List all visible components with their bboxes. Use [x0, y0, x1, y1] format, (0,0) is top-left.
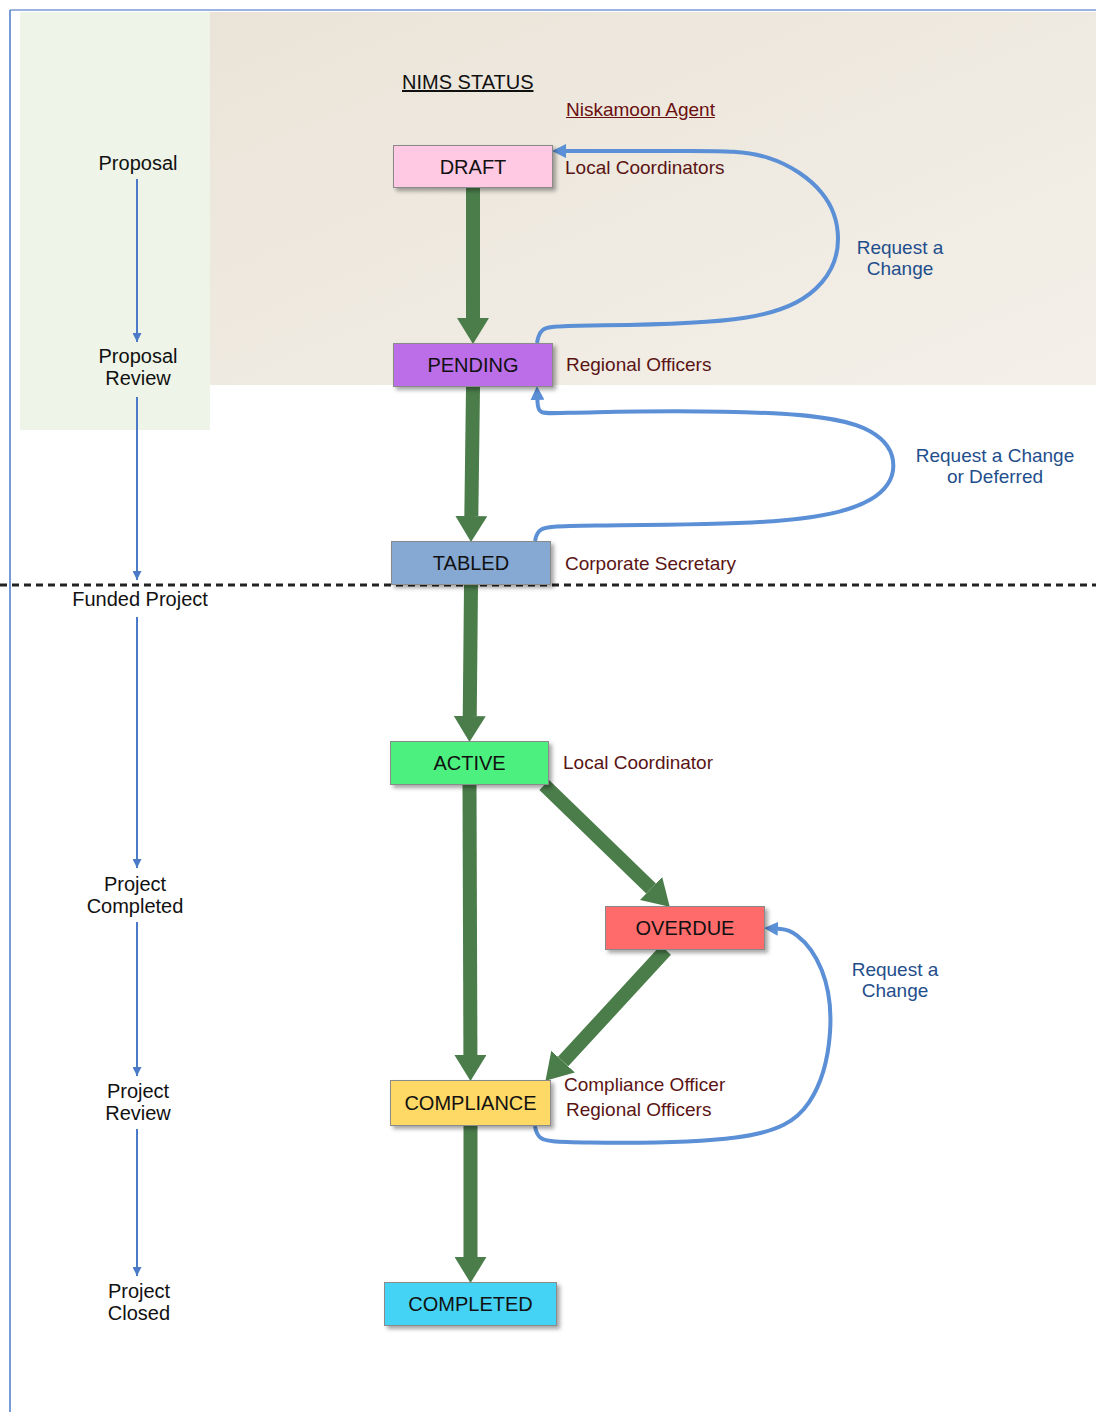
status-label: COMPLIANCE: [404, 1092, 536, 1114]
status-label: TABLED: [433, 552, 509, 574]
stage-label: Proposal: [68, 152, 208, 174]
status-box: DRAFT: [393, 145, 553, 188]
stage-arrow: [136, 397, 138, 580]
role-label: Local Coordinator: [563, 753, 713, 774]
flow-arrow: [470, 585, 471, 716]
sidebar-panel: [20, 12, 210, 430]
flow-arrow: [471, 387, 473, 516]
request-change-arrow: [535, 929, 831, 1143]
flow-arrow: [464, 1126, 478, 1257]
status-label: COMPLETED: [408, 1293, 532, 1315]
frame-line: [10, 9, 1096, 11]
photo-band: [210, 12, 1096, 385]
edge-label: Request a Change: [845, 960, 945, 1002]
stage-label: Project Closed: [84, 1280, 194, 1324]
role-label: Corporate Secretary: [565, 554, 736, 575]
stage-label: Project Review: [83, 1080, 193, 1124]
diagram-title: NIMS STATUS: [402, 71, 533, 93]
status-box: COMPLIANCE: [390, 1080, 551, 1126]
stage-arrow: [136, 617, 138, 868]
status-label: ACTIVE: [433, 752, 505, 774]
status-box: ACTIVE: [390, 741, 549, 785]
status-box: COMPLETED: [384, 1282, 557, 1326]
role-label: Regional Officers: [566, 1100, 711, 1121]
frame-line: [9, 10, 11, 1412]
stage-arrow: [136, 1129, 138, 1276]
request-change-arrow: [537, 151, 838, 343]
role-label: Compliance Officer: [564, 1075, 725, 1096]
stage-label: Project Completed: [65, 873, 205, 917]
role-label: Niskamoon Agent: [566, 100, 715, 121]
stage-label: Proposal Review: [83, 345, 193, 389]
flow-arrow: [544, 785, 651, 889]
stage-label: Funded Project: [40, 588, 240, 610]
role-label: Regional Officers: [566, 355, 711, 376]
edge-label: Request a Change: [850, 238, 950, 280]
flow-arrow: [463, 785, 478, 1055]
edge-label: Request a Change or Deferred: [905, 446, 1085, 488]
flow-arrow: [563, 950, 666, 1062]
flow-arrow: [466, 188, 480, 318]
role-label: Local Coordinators: [565, 158, 724, 179]
status-box: PENDING: [393, 343, 553, 387]
status-box: TABLED: [391, 541, 551, 585]
status-label: OVERDUE: [636, 917, 735, 939]
status-label: PENDING: [427, 354, 518, 376]
status-label: DRAFT: [440, 156, 507, 178]
stage-arrow: [136, 922, 138, 1076]
stage-arrow: [136, 179, 138, 342]
request-change-arrow: [535, 400, 893, 541]
status-box: OVERDUE: [605, 906, 765, 950]
